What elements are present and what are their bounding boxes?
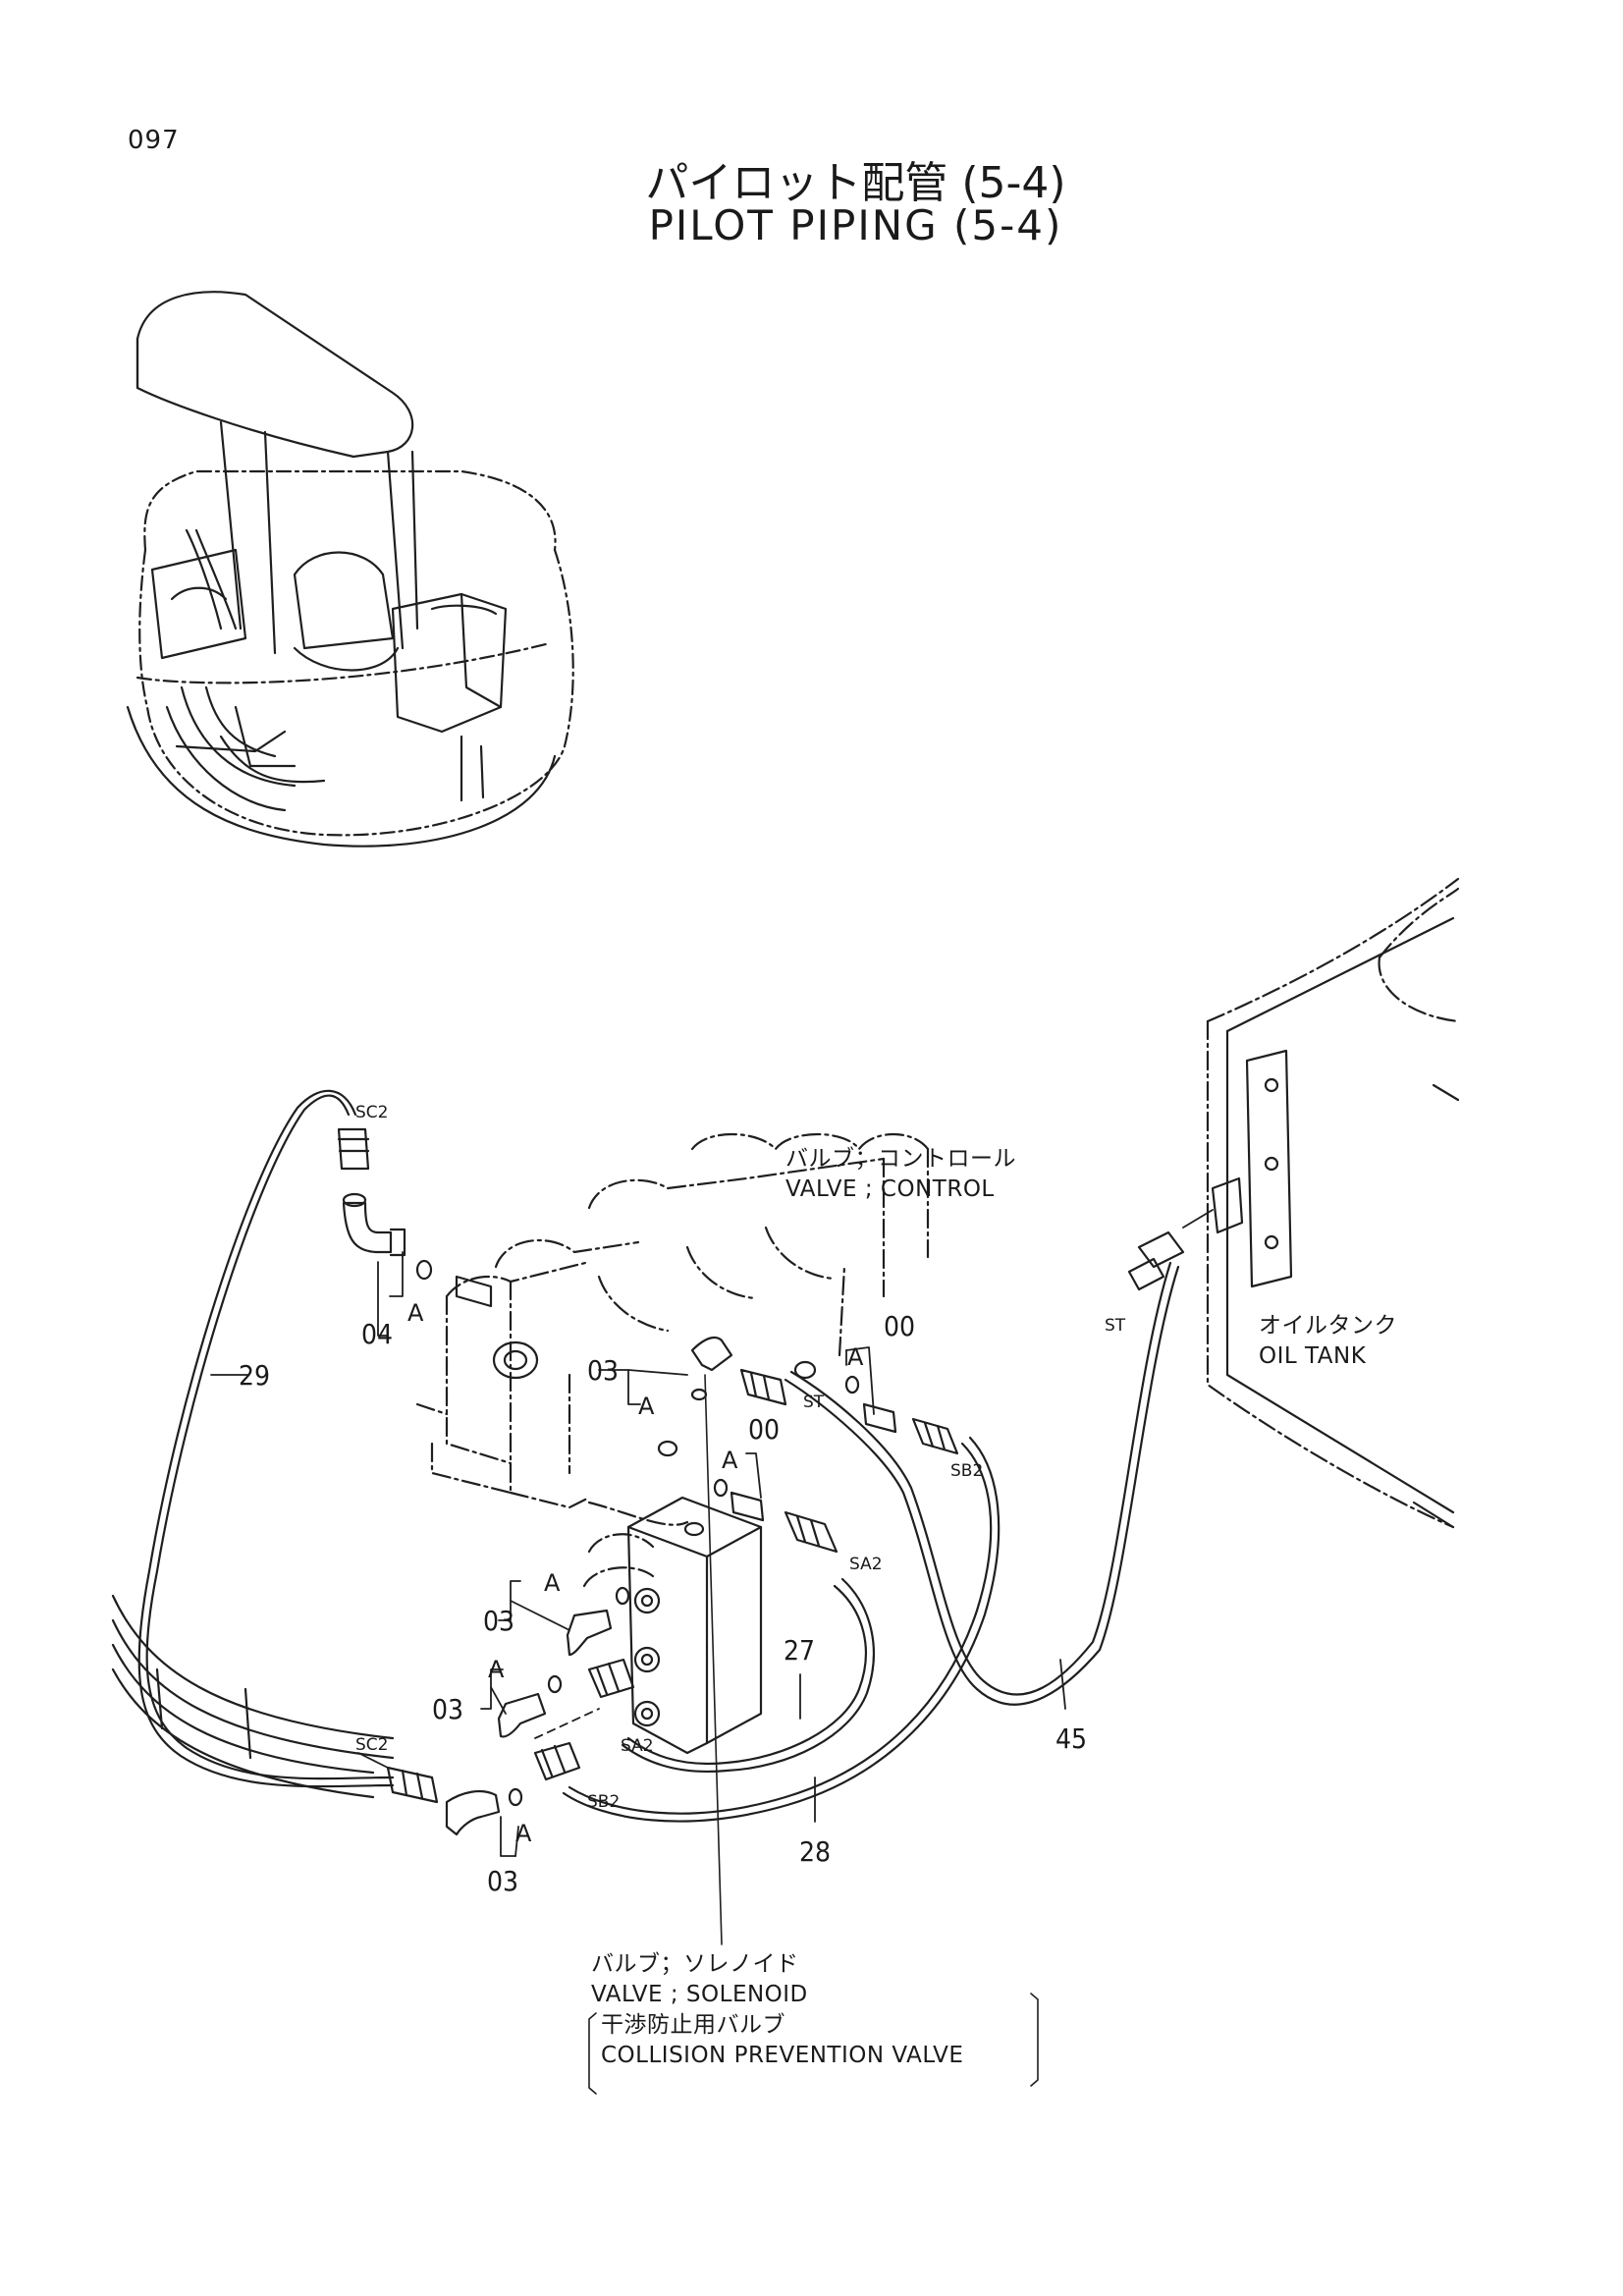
part-number-04: 04 (361, 1318, 393, 1350)
part-number-00: 00 (884, 1310, 915, 1342)
page-title-japanese: パイロット配管 (5-4) (645, 158, 1066, 208)
part-number-03: 03 (483, 1605, 514, 1637)
hoses (111, 1089, 1185, 1823)
port-label-sa2: SA2 (849, 1555, 883, 1574)
port-label-sb2: SB2 (950, 1461, 983, 1481)
control-valve-ports (455, 1275, 817, 1457)
port-label-sc2: SC2 (355, 1735, 388, 1755)
solenoid-valve-label-en: VALVE ; SOLENOID (591, 1982, 808, 2007)
page-title-english: PILOT PIPING (5-4) (648, 201, 1063, 249)
oil-tank-label-jp: オイルタンク (1259, 1313, 1397, 1339)
port-label-sc2: SC2 (355, 1103, 388, 1122)
a-mark: A (407, 1299, 424, 1327)
solenoid-valve-block (626, 1496, 763, 1755)
port-label-st: ST (803, 1393, 825, 1412)
part-number-29: 29 (239, 1359, 270, 1392)
control-valve-label-en: VALVE ; CONTROL (785, 1176, 995, 1202)
control-valve-outline (415, 1132, 930, 1588)
port-labels: SC2 SC2 ST ST SB2 SB2 SA2 SA2 (355, 1103, 1126, 1812)
part-number-03: 03 (487, 1865, 518, 1897)
hose-29 (145, 1094, 395, 1780)
port-label-st: ST (1105, 1316, 1126, 1336)
a-mark: A (847, 1343, 864, 1371)
oil-tank-outline (1206, 877, 1460, 1529)
solenoid-valve-sublabel-en: COLLISION PREVENTION VALVE (601, 2043, 964, 2068)
a-mark: A (544, 1569, 561, 1597)
part-number-00: 00 (748, 1413, 780, 1446)
hose-28 (568, 1442, 993, 1815)
oil-tank-label-en: OIL TANK (1259, 1343, 1367, 1369)
hose-27 (626, 1584, 867, 1765)
a-mark: A (515, 1820, 532, 1847)
port-label-sa2: SA2 (621, 1736, 654, 1756)
control-valve-label: バルブ；コントロール VALVE ; CONTROL (785, 1144, 1016, 1205)
leader-lines (210, 1209, 1214, 1945)
part-number-03: 03 (432, 1693, 463, 1725)
part-number-45: 45 (1055, 1722, 1087, 1755)
control-valve-label-jp: バルブ；コントロール (785, 1146, 1016, 1172)
port-label-sb2: SB2 (587, 1792, 620, 1812)
a-mark: A (722, 1447, 738, 1474)
solenoid-valve-label-jp: バルブ；ソレノイド (591, 1951, 799, 1977)
oil-tank-label: オイルタンク OIL TANK (1259, 1311, 1397, 1372)
a-mark: A (638, 1393, 655, 1420)
part-number-03: 03 (587, 1354, 619, 1387)
a-mark: A (488, 1656, 505, 1683)
solenoid-valve-sublabel-jp: 干渉防止用バルブ (601, 2012, 785, 2038)
a-marks: A A A A A A A (407, 1299, 864, 1847)
part-number-labels: 29 04 03 00 00 03 03 03 27 28 45 (239, 1310, 1087, 1897)
solenoid-valve-label: バルブ；ソレノイド VALVE ; SOLENOID 干渉防止用バルブ COLL… (591, 1949, 963, 2071)
hose-45 (784, 1265, 1180, 1706)
machine-overview-illustration (126, 291, 574, 847)
part-number-28: 28 (799, 1835, 831, 1868)
page-number: 097 (128, 126, 180, 155)
part-number-27: 27 (784, 1634, 815, 1667)
fittings (337, 1127, 959, 1836)
